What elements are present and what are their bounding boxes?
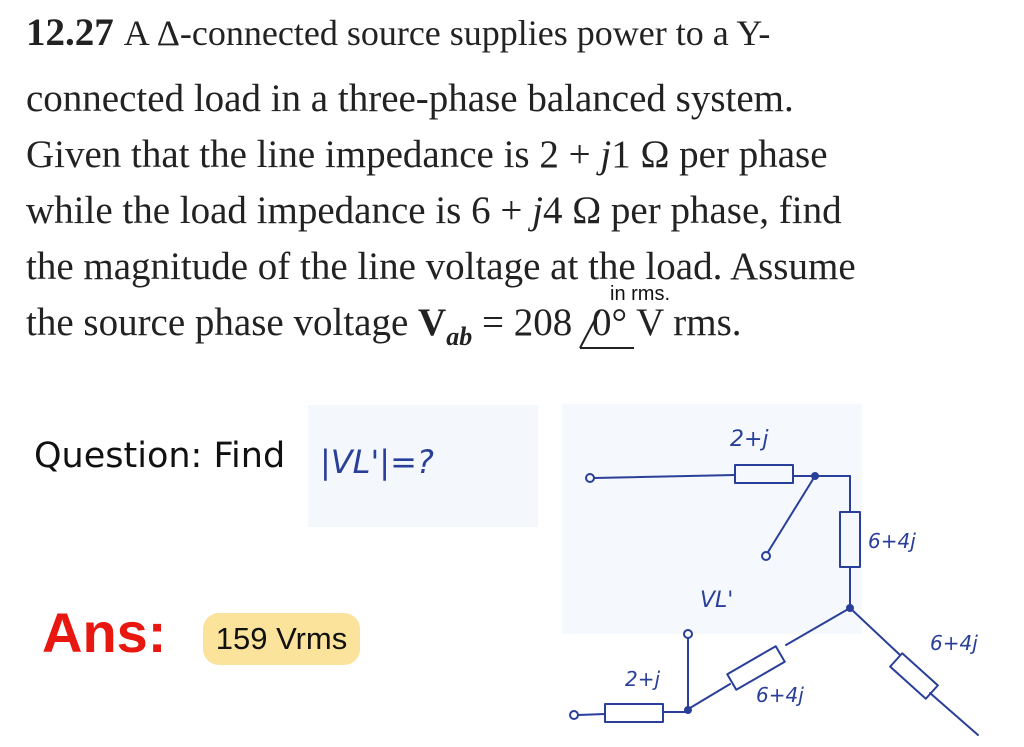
- wire-to-bottom-node: [689, 683, 731, 709]
- load-impedance-b-resistor: [726, 645, 786, 691]
- problem-number: 12.27: [26, 11, 114, 54]
- problem-line-6: the source phase voltage Vab = 208 0° V …: [26, 300, 742, 351]
- wire-lower-right-end: [929, 692, 979, 736]
- wire-star-lower-left: [785, 607, 851, 646]
- voltage-label: VL': [700, 588, 733, 613]
- problem-line-3: Given that the line impedance is 2 + j1 …: [26, 132, 828, 177]
- terminal-bottom: [569, 710, 579, 720]
- load-impedance-text: while the load impedance is 6 +: [26, 189, 533, 232]
- load-impedance-a-label: 6+4j: [868, 529, 916, 553]
- terminal-top: [585, 473, 595, 483]
- imaginary-unit: j: [532, 189, 543, 232]
- line-impedance-text: Given that the line impedance is 2 +: [26, 133, 601, 176]
- load-impedance-unit: 4 Ω per phase, find: [542, 189, 842, 232]
- phase-angle-value: 0° V rms.: [591, 301, 742, 344]
- source-voltage-text: the source phase voltage: [26, 301, 419, 344]
- load-impedance-c-resistor: [889, 652, 939, 700]
- question-handwritten: |VL'|=?: [320, 443, 434, 481]
- line-impedance-top-resistor: [734, 464, 794, 484]
- load-impedance-a-resistor: [839, 511, 861, 568]
- handwritten-background: [308, 405, 538, 527]
- circuit-background: [562, 404, 862, 634]
- wire-star-lower-right: [849, 607, 901, 656]
- voltage-magnitude: = 208: [472, 301, 573, 344]
- imaginary-unit: j: [600, 133, 612, 176]
- line-impedance-bottom-label: 2+j: [625, 667, 660, 691]
- line-impedance-top-label: 2+j: [730, 427, 769, 452]
- answer-label: Ans:: [42, 601, 167, 664]
- load-impedance-b-label: 6+4j: [756, 683, 804, 707]
- problem-line-2: connected load in a three-phase balanced…: [26, 77, 794, 120]
- voltage-subscript: ab: [446, 322, 473, 351]
- angle-symbol-icon: [579, 309, 634, 349]
- load-impedance-c-label: 6+4j: [930, 631, 978, 655]
- voltage-symbol: V: [418, 301, 447, 344]
- terminal-vertical: [683, 629, 693, 639]
- annotation-note: in rms.: [610, 283, 670, 305]
- line-impedance-unit: 1 Ω per phase: [611, 133, 828, 176]
- phase-angle: 0° V rms.: [579, 300, 742, 349]
- line-impedance-bottom-resistor: [604, 703, 664, 723]
- terminal-mid: [761, 551, 771, 561]
- wire-bottom-left: [577, 713, 606, 716]
- answer-value-badge: 159 Vrms: [203, 613, 360, 665]
- wire-top-left: [593, 474, 736, 479]
- problem-line-1-text: A Δ-connected source supplies power to a…: [123, 13, 771, 53]
- wire-diagonal: [767, 475, 816, 553]
- problem-line-5: the magnitude of the line voltage at the…: [26, 245, 856, 288]
- question-label: Question: Find: [34, 436, 286, 476]
- problem-line-4: while the load impedance is 6 + j4 Ω per…: [26, 188, 842, 233]
